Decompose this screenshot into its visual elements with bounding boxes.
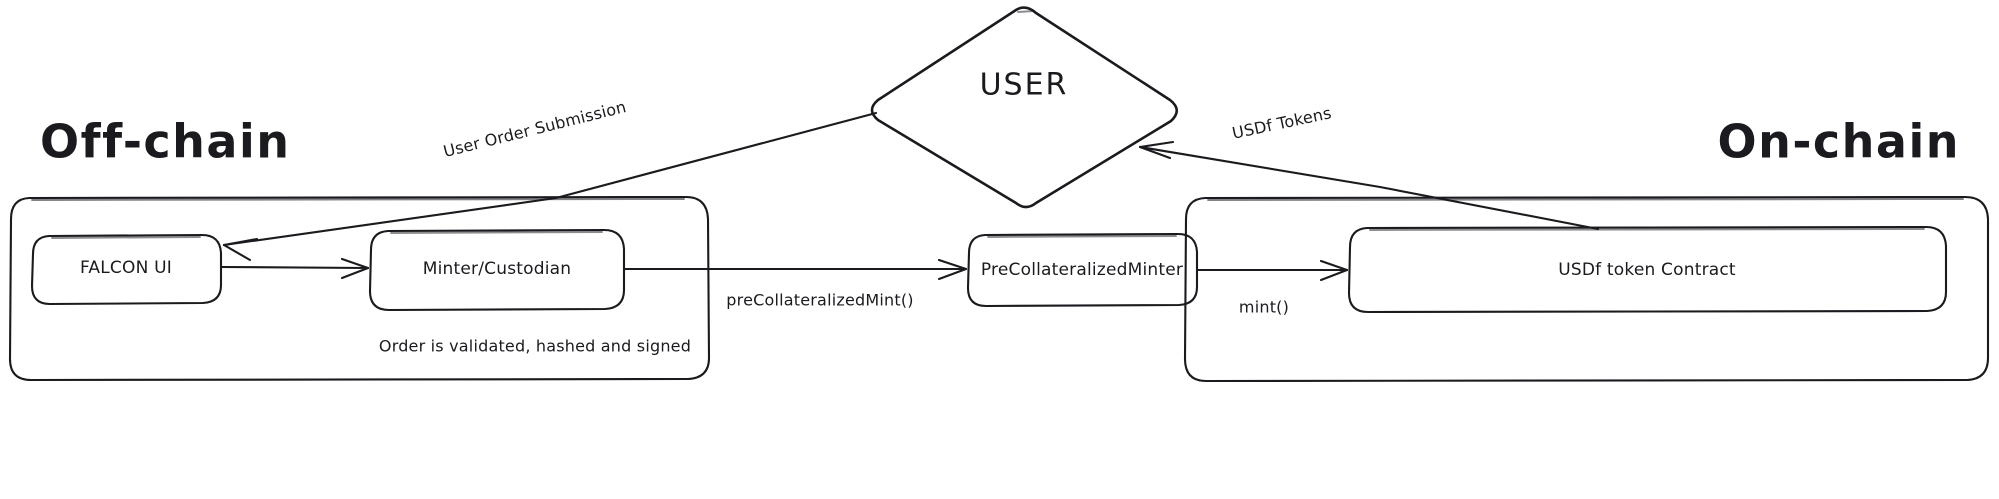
zone-label-off-chain: Off-chain (40, 115, 291, 169)
edge-usdf-tokens (1138, 140, 1600, 231)
node-label-precollateralized-minter: PreCollateralizedMinter (981, 260, 1183, 280)
caption-order-validation: Order is validated, hashed and signed (379, 337, 691, 356)
edge-falcon-to-minter (219, 257, 370, 280)
node-usdf-token-contract[interactable] (1347, 225, 1948, 314)
node-label-usdf-token-contract: USDf token Contract (1558, 260, 1736, 280)
edge-precollateralized-mint (622, 258, 968, 281)
edge-label-mint: mint() (1239, 298, 1289, 317)
node-minter-custodian[interactable] (368, 228, 626, 312)
node-label-minter-custodian: Minter/Custodian (423, 259, 571, 279)
node-label-falcon-ui: FALCON UI (80, 258, 172, 278)
edge-mint (1195, 259, 1349, 282)
edge-label-user-order-submission: User Order Submission (441, 97, 628, 161)
edge-label-precollateralized-mint: preCollateralizedMint() (726, 291, 913, 310)
zone-label-on-chain: On-chain (1717, 115, 1960, 169)
node-precollateralized-minter[interactable] (966, 232, 1199, 308)
on-chain-container (1183, 195, 1990, 383)
edge-label-usdf-tokens: USDf Tokens (1230, 103, 1333, 143)
edge-user-order-submission (222, 111, 878, 262)
off-chain-container (8, 195, 711, 382)
user-diamond[interactable] (870, 6, 1179, 209)
node-falcon-ui[interactable] (30, 233, 223, 306)
user-label: USER (980, 68, 1069, 103)
